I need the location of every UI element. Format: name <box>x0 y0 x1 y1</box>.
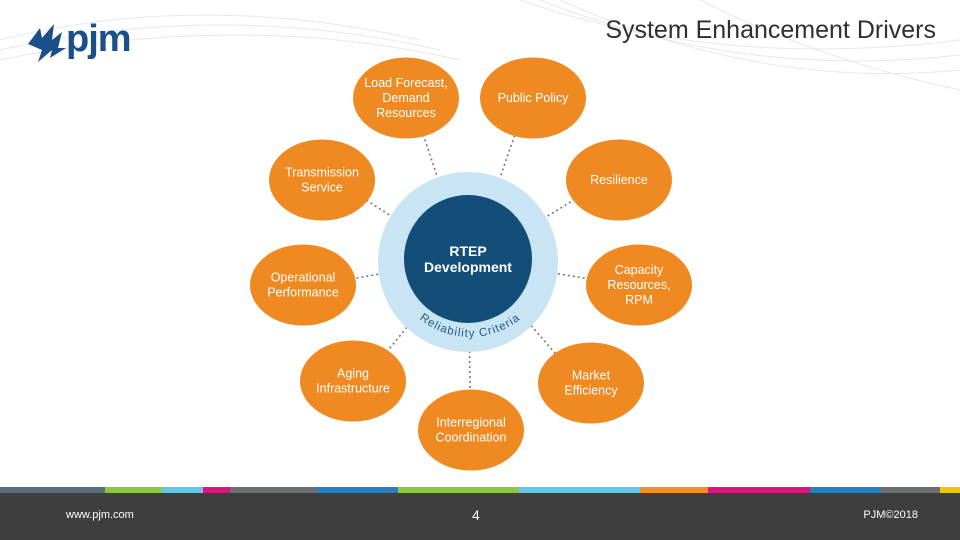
node-label-market-efficiency: Market <box>572 369 611 383</box>
stripe-segment <box>105 487 162 493</box>
stripe-segment <box>161 487 203 493</box>
node-label-public-policy: Public Policy <box>498 91 570 105</box>
node-label-aging: Infrastructure <box>316 382 390 396</box>
node-label-market-efficiency: Efficiency <box>564 384 618 398</box>
center-circle <box>404 195 532 323</box>
logo-text: pjm <box>66 18 132 60</box>
node-resilience: Resilience <box>566 139 672 221</box>
center-label-rtep: RTEP <box>449 243 486 259</box>
node-bubble-public-policy <box>480 57 586 139</box>
node-label-capacity: Capacity <box>615 263 664 277</box>
stripe-segment <box>519 487 640 493</box>
node-label-operational: Performance <box>267 286 339 300</box>
node-bubble-transmission <box>269 139 375 221</box>
node-label-load-forecast: Demand <box>382 91 429 105</box>
node-label-aging: Aging <box>337 367 369 381</box>
stripe-segment <box>316 487 399 493</box>
stripe-segment <box>879 487 941 493</box>
stripe-segment <box>0 487 106 493</box>
node-label-transmission: Transmission <box>285 166 359 180</box>
center-label-development: Development <box>424 259 512 275</box>
node-label-interregional: Coordination <box>436 431 507 445</box>
node-label-transmission: Service <box>301 181 343 195</box>
node-label-load-forecast: Resources <box>376 106 436 120</box>
connector-operational <box>351 269 403 280</box>
node-bubble-capacity <box>586 244 692 326</box>
pjm-logo-icon <box>28 24 66 62</box>
node-bubble-resilience <box>566 139 672 221</box>
node-label-resilience: Resilience <box>590 173 648 187</box>
stripe-segment <box>230 487 317 493</box>
node-bubble-interregional <box>418 389 524 471</box>
node-bubble-operational <box>250 244 356 326</box>
connector-transmission <box>364 198 411 229</box>
node-public-policy: Public Policy <box>480 57 586 139</box>
node-label-interregional: Interregional <box>436 416 506 430</box>
stripe-segment <box>940 487 960 493</box>
stripe-segment <box>708 487 810 493</box>
node-bubble-load-forecast <box>353 57 459 139</box>
node-label-operational: Operational <box>271 271 336 285</box>
node-label-load-forecast: Load Forecast, <box>364 76 447 90</box>
node-label-capacity: RPM <box>625 293 653 307</box>
footer-website: www.pjm.com <box>66 509 134 521</box>
drivers-diagram: RTEP Development Reliability Criteria Lo… <box>250 57 692 471</box>
stripe-segment <box>639 487 709 493</box>
node-bubble-market-efficiency <box>538 342 644 424</box>
stripe-segment <box>202 487 231 493</box>
footer-page-number: 4 <box>472 507 480 523</box>
footer-copyright: PJM©2018 <box>863 509 918 521</box>
connector-aging <box>386 307 424 353</box>
node-bubble-aging <box>300 340 406 422</box>
stripe-segment <box>809 487 880 493</box>
stripe-segment <box>398 487 519 493</box>
color-stripe <box>0 487 960 493</box>
node-label-capacity: Resources, <box>607 278 670 292</box>
footer: www.pjm.com 4 PJM©2018 <box>0 493 960 540</box>
slide-title: System Enhancement Drivers <box>605 16 936 44</box>
